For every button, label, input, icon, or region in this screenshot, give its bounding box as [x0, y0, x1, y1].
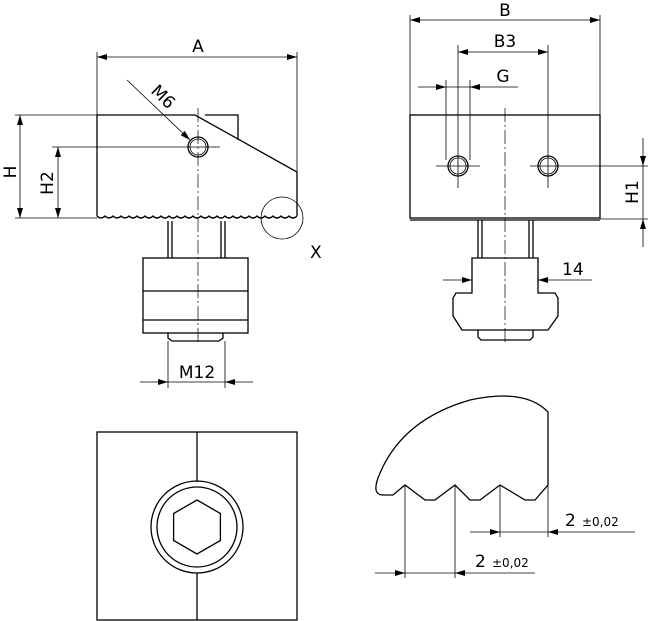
- thread-end: [167, 333, 224, 342]
- t-nut: [452, 257, 559, 331]
- dim-h1-label: H1: [623, 180, 643, 204]
- dim-h2-label: H2: [38, 171, 58, 195]
- detail-x-label: X: [310, 243, 322, 263]
- m12-label: M12: [179, 363, 215, 383]
- dim-14-label: 14: [562, 260, 584, 280]
- dim-a-label: A: [192, 37, 204, 57]
- depth-tolerance: ±0,02: [582, 515, 619, 529]
- clamp-block-outline: [96, 114, 298, 216]
- hex-socket: [172, 499, 222, 555]
- front-view: X A M6 H H2 M12: [1, 37, 322, 388]
- detail-x-circle: [260, 196, 304, 240]
- dim-g-label: G: [496, 67, 509, 87]
- dim-h-label: H: [1, 166, 21, 179]
- serrated-bottom: [96, 215, 298, 219]
- stem: [167, 221, 226, 258]
- side-view: B B3 G H1 14: [409, 1, 648, 345]
- nut-circle: [150, 480, 244, 574]
- bottom-view: [96, 431, 298, 621]
- m6-label: M6: [147, 81, 179, 113]
- step: [205, 114, 239, 140]
- pitch-value: 2: [475, 552, 486, 572]
- dim-b3-label: B3: [494, 32, 516, 52]
- tooth-profile: [375, 395, 549, 501]
- depth-value: 2: [565, 511, 576, 531]
- pitch-tolerance: ±0,02: [492, 556, 529, 570]
- round-nut: [142, 257, 249, 334]
- dim-b-label: B: [499, 1, 511, 21]
- m6-leader: [126, 79, 191, 141]
- side-stem: [477, 220, 534, 258]
- detail-x-view: 2 ±0,02 2 ±0,02: [375, 395, 635, 578]
- side-thread-end: [477, 330, 534, 341]
